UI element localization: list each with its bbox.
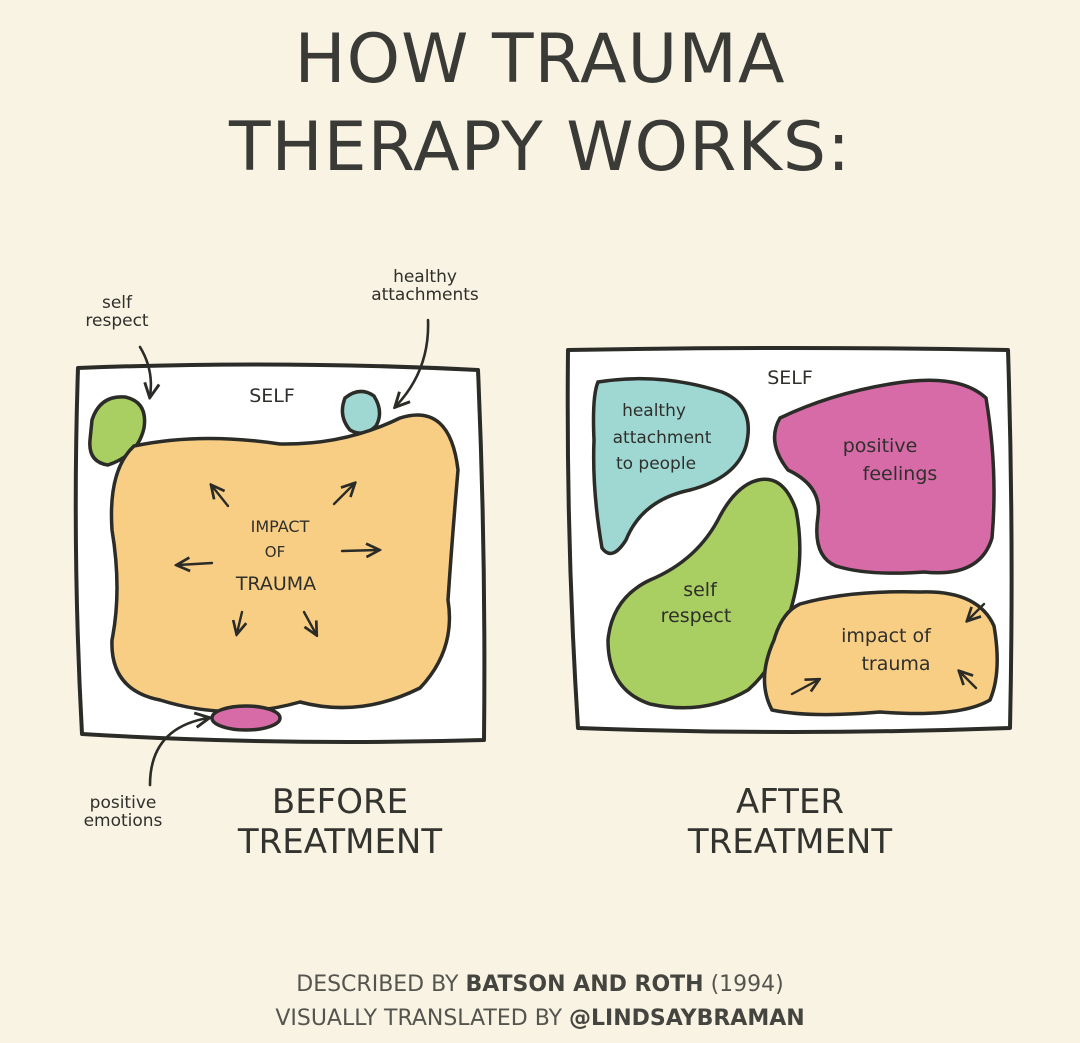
before-positive-emotions-blob (210, 704, 282, 732)
before-caption-line-1: BEFORE (271, 782, 409, 822)
arrow-in-bottom-left (790, 680, 818, 696)
after-healthy-attachment-blob (591, 376, 751, 556)
after-caption-line-2: TREATMENT (687, 822, 893, 862)
before-label-pointers (138, 318, 430, 787)
after-caption-line-1: AFTER (735, 782, 845, 822)
title-line-1: HOW TRAUMA (294, 20, 786, 99)
before-self-label: SELF (249, 385, 295, 407)
before-self-respect-note: self respect (62, 294, 172, 330)
after-self-respect-line-1: self (683, 579, 718, 601)
after-caption: AFTER TREATMENT (650, 782, 930, 862)
note-self-respect-line-2: respect (85, 311, 149, 331)
before-impact-line-3: TRAUMA (235, 573, 316, 595)
after-inward-arrows (790, 602, 986, 696)
before-outward-arrows (178, 484, 378, 634)
credits-line-2: VISUALLY TRANSLATED BY @LINDSAYBRAMAN (0, 1002, 1080, 1036)
before-healthy-attachments-note: healthy attachments (350, 268, 500, 304)
after-self-respect-line-2: respect (661, 605, 732, 627)
arrow-in-bottom-right (960, 672, 978, 690)
positive-emotions-pointer (148, 718, 208, 787)
before-diagram: SELF IMPACT OF TRAUMA (73, 318, 487, 787)
credits: DESCRIBED BY BATSON AND ROTH (1994) VISU… (0, 968, 1080, 1036)
arrow-in-top-right (968, 602, 986, 620)
page-title: HOW TRAUMA THERAPY WORKS: (0, 16, 1080, 192)
credits-year: (1994) (703, 972, 784, 997)
before-caption: BEFORE TREATMENT (200, 782, 480, 862)
credits-translated-by: VISUALLY TRANSLATED BY (275, 1006, 570, 1031)
arrow-up-left (212, 486, 230, 508)
arrow-down-left (237, 610, 242, 633)
healthy-attachments-pointer (396, 318, 430, 406)
note-positive-line-1: positive (89, 793, 157, 813)
after-positive-feelings-blob (772, 378, 996, 575)
after-impact-of-trauma-blob (762, 590, 999, 717)
before-trauma-blob (109, 413, 460, 714)
after-impact-line-2: trauma (861, 653, 930, 675)
after-healthy-line-3: to people (616, 454, 696, 474)
self-respect-pointer (138, 345, 151, 396)
after-diagram: SELF healthy attachment to people positi… (565, 346, 1014, 734)
credits-line-1: DESCRIBED BY BATSON AND ROTH (1994) (0, 968, 1080, 1002)
after-impact-line-1: impact of (841, 625, 932, 647)
credits-handle: @LINDSAYBRAMAN (569, 1006, 805, 1031)
arrow-up-right (332, 484, 354, 506)
after-healthy-line-1: healthy (622, 401, 686, 421)
credits-authors: BATSON AND ROTH (465, 972, 704, 997)
before-caption-line-2: TREATMENT (237, 822, 443, 862)
before-positive-emotions-note: positive emotions (58, 794, 188, 830)
arrow-down-right (302, 610, 316, 634)
after-healthy-line-2: attachment (613, 428, 712, 448)
after-self-respect-blob (606, 477, 802, 710)
note-healthy-line-1: healthy (393, 267, 457, 287)
note-healthy-line-2: attachments (371, 285, 479, 305)
after-positive-line-2: feelings (863, 463, 938, 485)
arrow-right (340, 550, 378, 551)
after-positive-line-1: positive (843, 435, 918, 457)
after-self-label: SELF (767, 367, 813, 389)
note-self-respect-line-1: self (101, 293, 133, 313)
title-line-2: THERAPY WORKS: (229, 108, 851, 187)
note-positive-line-2: emotions (83, 811, 163, 831)
before-impact-line-1: IMPACT (251, 517, 310, 536)
before-healthy-attachment-blob (340, 389, 382, 435)
arrow-left (178, 563, 214, 565)
before-impact-line-2: OF (265, 543, 285, 561)
credits-described-by: DESCRIBED BY (296, 972, 466, 997)
